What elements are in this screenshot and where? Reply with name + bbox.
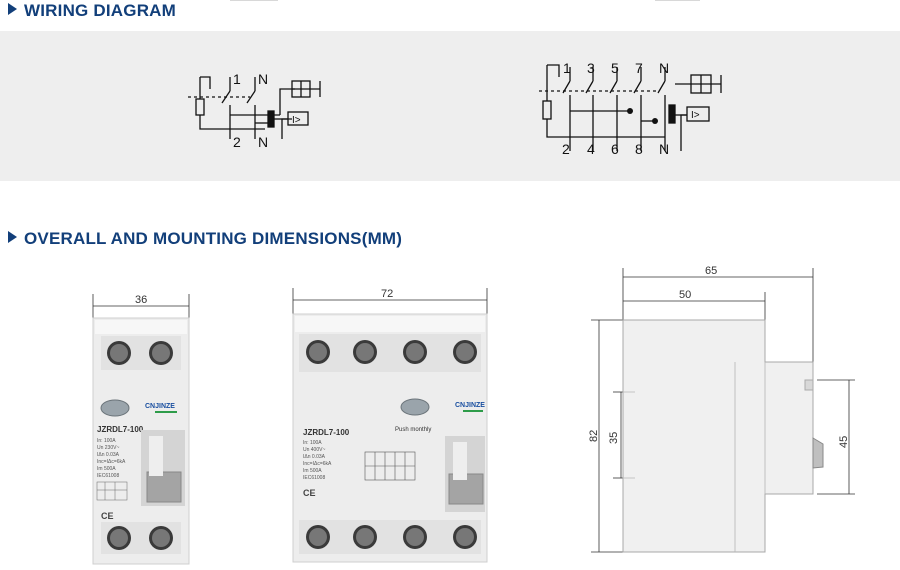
device-4p-spec: Im 500A bbox=[303, 468, 322, 474]
device-2p-spec: Un 230V~ bbox=[97, 445, 119, 451]
device-2p-brand: CNJINZE bbox=[145, 403, 175, 410]
wiring-4p-bottom-label: 6 bbox=[611, 141, 619, 156]
wiring-2p-top-label: 1 bbox=[233, 71, 241, 87]
device-2p-front-view: 36 CNJINZE JZRDL7-100 In: 100A Un 230V~ … bbox=[92, 294, 190, 565]
triangle-bullet-icon bbox=[8, 231, 17, 243]
device-4p-spec: Un 400V~ bbox=[303, 447, 325, 453]
wiring-4p-top-label: N bbox=[659, 61, 669, 76]
side-height-rail-dim: 35 bbox=[608, 432, 620, 444]
dimensions-title-text: OVERALL AND MOUNTING DIMENSIONS(MM) bbox=[24, 229, 403, 248]
device-4p-front-view: 72 Push monthly CNJINZE JZRDL7-100 In: 1… bbox=[292, 288, 488, 563]
wiring-4p-bottom-label: N bbox=[659, 141, 669, 156]
device-4p-spec: IEC61008 bbox=[303, 475, 325, 481]
svg-text:I>: I> bbox=[292, 115, 301, 126]
device-4p-spec: In: 100A bbox=[303, 440, 322, 446]
svg-text:I>: I> bbox=[691, 110, 700, 121]
wiring-diagram-panel: 1 N 2 N I> 1 bbox=[0, 31, 900, 181]
device-2p-spec: Inc=IΔc=6kA bbox=[97, 459, 126, 465]
device-2p-mini-diagram bbox=[96, 481, 128, 501]
test-button[interactable] bbox=[100, 399, 130, 417]
wiring-4p-top-label: 5 bbox=[611, 61, 619, 76]
ce-mark: CE bbox=[101, 511, 114, 521]
top-divider-right bbox=[655, 0, 700, 1]
device-2p-spec: IEC61008 bbox=[97, 473, 119, 479]
toggle-handle[interactable] bbox=[146, 471, 182, 503]
side-body bbox=[622, 319, 814, 553]
side-depth-total-dim: 65 bbox=[705, 265, 717, 277]
triangle-bullet-icon bbox=[8, 3, 17, 15]
device-4p-bottom-terminals bbox=[299, 520, 481, 554]
device-4p-brand: CNJINZE bbox=[455, 402, 485, 409]
ce-mark: CE bbox=[303, 488, 316, 498]
device-4p-test-label: Push monthly bbox=[395, 427, 431, 433]
device-4p-width-dim: 72 bbox=[381, 288, 393, 300]
device-2p-width-dim: 36 bbox=[135, 294, 147, 306]
device-2p-bottom-terminals bbox=[101, 522, 181, 554]
wiring-4p-top-label: 1 bbox=[563, 61, 571, 76]
wiring-diagram-2p: 1 N 2 N I> bbox=[188, 71, 321, 149]
side-toggle-knob[interactable] bbox=[812, 437, 824, 469]
device-2p-spec: Im 500A bbox=[97, 466, 116, 472]
wiring-4p-top-label: 3 bbox=[587, 61, 595, 76]
wiring-2p-top-label: N bbox=[258, 71, 268, 87]
dimensions-section-title: OVERALL AND MOUNTING DIMENSIONS(MM) bbox=[8, 229, 402, 249]
wiring-2p-bottom-label: N bbox=[258, 134, 268, 149]
wiring-4p-top-label: 7 bbox=[635, 61, 643, 76]
side-height-total-dim: 82 bbox=[588, 430, 600, 442]
device-2p-top-terminals bbox=[101, 336, 181, 370]
device-2p-spec: IΔn 0.03A bbox=[97, 452, 120, 458]
device-4p-spec: Inc=IΔc=6kA bbox=[303, 461, 332, 467]
wiring-4p-bottom-label: 2 bbox=[562, 141, 570, 156]
device-4p-top-terminals bbox=[299, 334, 481, 372]
wiring-diagram-4p: 1 3 5 7 N 2 4 6 8 N I> bbox=[539, 61, 722, 156]
wiring-section-title: WIRING DIAGRAM bbox=[8, 1, 176, 21]
device-4p-mini-diagram bbox=[364, 451, 416, 481]
device-4p-model: JZRDL7-100 bbox=[303, 428, 350, 437]
device-2p-model: JZRDL7-100 bbox=[97, 425, 144, 434]
wiring-title-text: WIRING DIAGRAM bbox=[24, 1, 177, 20]
side-height-front-dim: 45 bbox=[838, 436, 850, 448]
wiring-4p-bottom-label: 4 bbox=[587, 141, 595, 156]
side-depth-body-dim: 50 bbox=[679, 289, 691, 301]
test-button[interactable] bbox=[400, 398, 430, 416]
top-divider-left bbox=[230, 0, 278, 1]
device-4p-spec: IΔn 0.03A bbox=[303, 454, 326, 460]
wiring-2p-bottom-label: 2 bbox=[233, 134, 241, 149]
device-side-view: 65 50 82 35 45 bbox=[588, 265, 855, 553]
wiring-4p-bottom-label: 8 bbox=[635, 141, 643, 156]
device-2p-spec: In: 100A bbox=[97, 438, 116, 444]
